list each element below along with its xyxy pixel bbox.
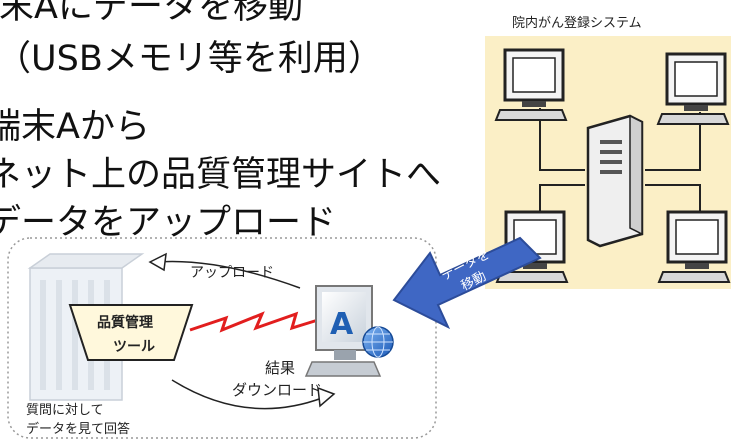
- upload-arrow: [157, 260, 301, 289]
- globe-icon: [362, 326, 394, 358]
- terminal-a-icon: [304, 285, 382, 377]
- download-arrow: [171, 379, 323, 410]
- upload-arrow-head: [148, 252, 167, 272]
- move-data-arrow: [392, 236, 542, 330]
- quality-tool-label-line2: ツール: [113, 339, 155, 355]
- computer-icon: [656, 52, 730, 125]
- computer-icon: [494, 48, 568, 121]
- quality-tool-box: [68, 304, 194, 361]
- result-label-line1: 結果: [265, 359, 296, 377]
- answer-note-line2: データを見て回答: [26, 422, 131, 437]
- result-label-line2: ダウンロード: [232, 381, 323, 399]
- quality-tool-label-line1: 品質管理: [97, 315, 153, 331]
- computer-icon: [657, 210, 731, 283]
- step-2-text-line1: 端末Aから: [0, 107, 150, 147]
- quality-site-frame: [7, 237, 437, 439]
- terminal-letter: A: [330, 307, 354, 342]
- system-title: 院内がん登録システム: [512, 16, 642, 31]
- server-icon: [586, 114, 644, 248]
- download-arrow-head: [317, 386, 336, 408]
- step-1-note: （USBメモリ等を利用）: [0, 39, 383, 79]
- upload-label: アップロード: [190, 265, 274, 281]
- step-2-text-line2: ネット上の品質管理サイトへ: [0, 155, 442, 195]
- answer-note-line1: 質問に対して: [26, 403, 104, 418]
- step-2-text-line3: データをアップロード: [0, 203, 337, 243]
- signal-zigzag: [189, 311, 319, 333]
- step-1-text: 端末Aにデータを移動: [0, 0, 303, 27]
- network-lines: [539, 108, 701, 215]
